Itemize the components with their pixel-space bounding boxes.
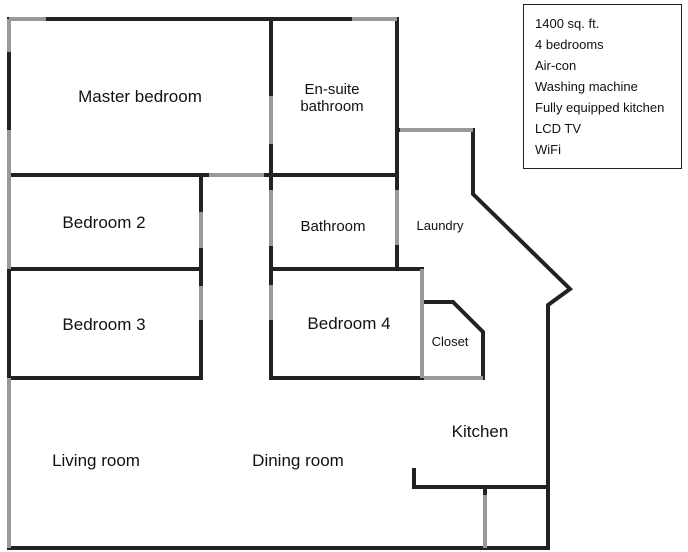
feature-item: Fully equipped kitchen	[535, 100, 665, 115]
windows-and-doors	[7, 17, 487, 548]
wall-kitchen-counter	[412, 468, 550, 489]
room-label-ensuite-bathroom: En-suite bathroom	[284, 81, 380, 116]
features-list: 1400 sq. ft. 4 bedrooms Air-con Washing …	[535, 13, 681, 160]
room-label-bedroom-4: Bedroom 4	[307, 314, 391, 333]
feature-item: Washing machine	[535, 79, 638, 94]
feature-item: 4 bedrooms	[535, 37, 604, 52]
room-label-closet: Closet	[431, 334, 469, 349]
feature-item: Air-con	[535, 58, 577, 73]
room-label-bedroom-2: Bedroom 2	[62, 213, 146, 232]
feature-item: WiFi	[535, 142, 561, 157]
room-label-dining-room: Dining room	[252, 451, 344, 470]
wall-closet	[420, 300, 485, 380]
room-label-ensuite-line2: bathroom	[300, 98, 364, 116]
room-label-bedroom-3: Bedroom 3	[62, 315, 146, 334]
room-label-bathroom: Bathroom	[300, 218, 366, 235]
room-label-master-bedroom: Master bedroom	[78, 87, 202, 106]
feature-item: LCD TV	[535, 121, 581, 136]
wall-kitchen-right	[471, 128, 574, 550]
room-label-kitchen: Kitchen	[451, 422, 509, 441]
feature-item: 1400 sq. ft.	[535, 16, 600, 31]
room-label-laundry: Laundry	[416, 218, 464, 233]
features-box: 1400 sq. ft. 4 bedrooms Air-con Washing …	[523, 4, 682, 169]
room-label-ensuite-line1: En-suite	[304, 81, 360, 98]
room-label-living-room: Living room	[52, 451, 140, 470]
